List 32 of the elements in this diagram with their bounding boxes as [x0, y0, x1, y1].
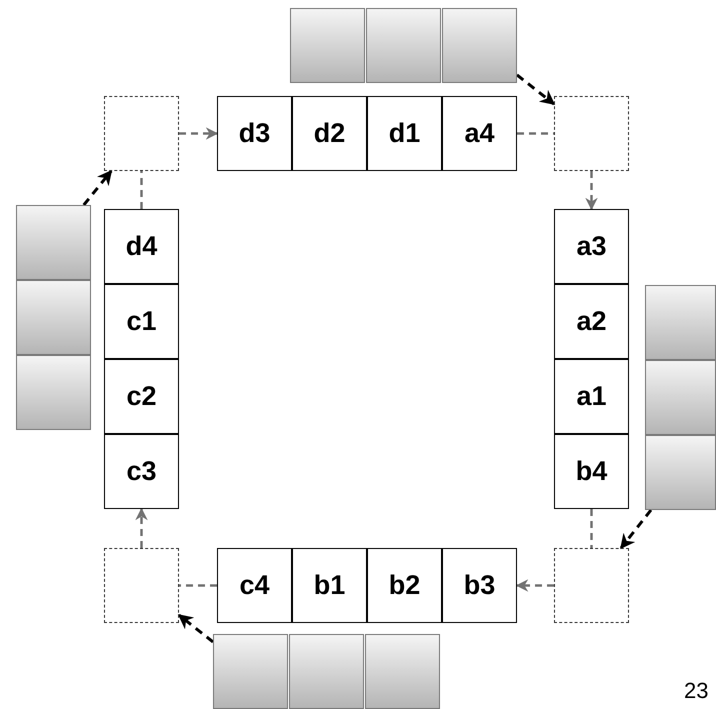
data-cell: b4 [554, 434, 629, 509]
data-cell: b3 [442, 548, 517, 623]
arrow [516, 579, 554, 592]
data-cell: d3 [217, 96, 292, 171]
data-cell: c4 [217, 548, 292, 623]
arrow [620, 509, 652, 550]
empty-block [16, 280, 91, 355]
data-cell: d1 [367, 96, 442, 171]
data-cell: c3 [104, 434, 179, 509]
arrow [178, 614, 214, 644]
empty-block [16, 355, 91, 430]
data-cell: a2 [554, 284, 629, 359]
arrow [179, 127, 218, 140]
data-cell: d4 [104, 209, 179, 284]
data-cell: a3 [554, 209, 629, 284]
data-cell: b2 [367, 548, 442, 623]
data-cell: a1 [554, 359, 629, 434]
arrow [516, 74, 556, 106]
data-cell: b1 [292, 548, 367, 623]
data-cell: d2 [292, 96, 367, 171]
data-cell: c2 [104, 359, 179, 434]
arrow [82, 170, 112, 206]
arrow [585, 171, 598, 210]
placeholder-slot [554, 548, 629, 623]
placeholder-slot [104, 548, 179, 623]
arrow [135, 508, 148, 548]
data-cell: a4 [442, 96, 517, 171]
page-number: 23 [684, 678, 708, 704]
placeholder-slot [104, 96, 179, 171]
placeholder-slot [554, 96, 629, 171]
data-cell: c1 [104, 284, 179, 359]
empty-block [16, 205, 91, 280]
